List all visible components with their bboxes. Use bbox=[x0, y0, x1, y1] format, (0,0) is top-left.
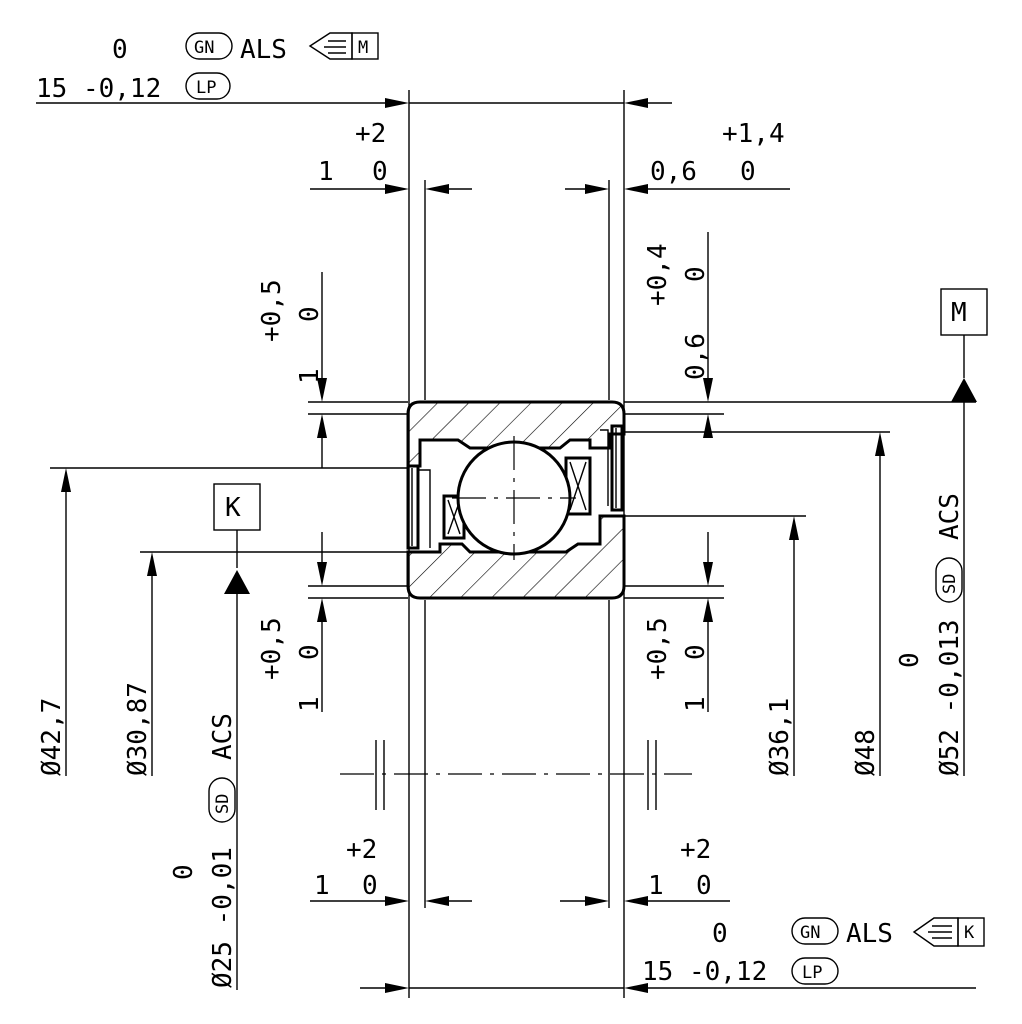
svg-text:K: K bbox=[964, 923, 975, 943]
svg-text:ALS: ALS bbox=[846, 919, 893, 949]
svg-text:0: 0 bbox=[169, 864, 199, 880]
diameter-30-87: Ø30,87 bbox=[123, 552, 157, 776]
svg-text:0: 0 bbox=[895, 652, 925, 668]
svg-text:SD: SD bbox=[940, 574, 960, 594]
svg-text:0: 0 bbox=[362, 871, 378, 901]
svg-text:1: 1 bbox=[648, 871, 664, 901]
chamfer-top-left-lower: 0 bbox=[372, 157, 388, 187]
inner-ring bbox=[406, 514, 626, 600]
svg-text:1: 1 bbox=[314, 871, 330, 901]
width-top-upper-deviation: 0 bbox=[112, 35, 128, 65]
horizontal-extensions bbox=[50, 401, 976, 599]
radial-chamfer-upper-left: +0,5 0 1 bbox=[257, 272, 327, 468]
svg-text:M: M bbox=[951, 298, 967, 328]
lp-symbol-top: LP bbox=[185, 72, 231, 100]
svg-text:ACS: ACS bbox=[935, 493, 965, 540]
radial-lower-right-nominal: 1 bbox=[681, 696, 711, 712]
svg-text:Ø42,7: Ø42,7 bbox=[37, 698, 67, 776]
radial-upper-right-lower: 0 bbox=[681, 266, 711, 282]
datum-m: M bbox=[940, 288, 988, 402]
svg-text:LP: LP bbox=[196, 78, 216, 98]
diameter-42-7: Ø42,7 bbox=[37, 468, 71, 776]
svg-text:Ø48: Ø48 bbox=[851, 729, 881, 776]
svg-text:Ø25 -0,01: Ø25 -0,01 bbox=[208, 847, 238, 988]
radial-upper-left-nominal: 1 bbox=[295, 368, 325, 384]
svg-text:SD: SD bbox=[213, 794, 233, 814]
radial-chamfer-lower-left: +0,5 0 1 bbox=[257, 532, 327, 712]
radial-lower-right-lower: 0 bbox=[681, 644, 711, 660]
datum-reference-frame-bottom: K bbox=[912, 917, 985, 947]
lp-symbol-bottom: LP bbox=[791, 957, 839, 985]
svg-text:Ø36,1: Ø36,1 bbox=[765, 698, 795, 776]
svg-text:GN: GN bbox=[800, 923, 820, 943]
svg-text:Ø30,87: Ø30,87 bbox=[123, 682, 153, 776]
width-dimension-bottom: 0 15 -0,12 GN ALS K LP bbox=[360, 917, 985, 993]
radial-lower-left-nominal: 1 bbox=[295, 696, 325, 712]
svg-text:LP: LP bbox=[802, 963, 822, 983]
chamfer-top-right-nominal: 0,6 bbox=[650, 157, 697, 187]
chamfer-dimension-top-right: +1,4 0,6 0 bbox=[565, 119, 790, 194]
svg-text:GN: GN bbox=[194, 38, 214, 58]
svg-text:Ø52 -0,013: Ø52 -0,013 bbox=[935, 619, 965, 776]
radial-upper-left-lower: 0 bbox=[295, 306, 325, 322]
svg-text:0: 0 bbox=[712, 919, 728, 949]
radial-lower-left-tolerance: +0,5 bbox=[257, 617, 287, 680]
svg-text:ACS: ACS bbox=[208, 713, 238, 760]
diameter-36-1: Ø36,1 bbox=[765, 516, 799, 776]
outer-ring bbox=[406, 400, 626, 468]
chamfer-dimension-bottom-left: +2 1 0 bbox=[310, 835, 472, 906]
chamfer-dimension-bottom-right: +2 1 0 bbox=[560, 835, 730, 906]
svg-text:+2: +2 bbox=[346, 835, 377, 865]
chamfer-top-right-tolerance: +1,4 bbox=[722, 119, 785, 149]
svg-text:0: 0 bbox=[696, 871, 712, 901]
radial-lower-right-tolerance: +0,5 bbox=[643, 617, 673, 680]
bearing-section bbox=[406, 400, 626, 600]
svg-text:15 -0,12: 15 -0,12 bbox=[642, 957, 767, 987]
gn-symbol-top: GN bbox=[185, 32, 233, 60]
svg-text:+2: +2 bbox=[680, 835, 711, 865]
radial-lower-left-lower: 0 bbox=[295, 644, 325, 660]
svg-text:M: M bbox=[358, 38, 368, 58]
datum-k: K bbox=[213, 483, 261, 594]
width-dimension-top: 0 15 -0,12 GN ALS M LP bbox=[36, 32, 672, 108]
svg-text:K: K bbox=[225, 493, 241, 523]
width-top-nominal: 15 -0,12 bbox=[36, 74, 161, 104]
datum-reference-frame-top: M bbox=[308, 32, 379, 60]
diameter-25: 0 Ø25 -0,01 SD ACS bbox=[169, 590, 238, 990]
als-label-top: ALS bbox=[240, 35, 287, 65]
chamfer-top-right-lower: 0 bbox=[740, 157, 756, 187]
radial-chamfer-lower-right: +0,5 0 1 bbox=[643, 532, 713, 712]
radial-upper-right-nominal: 0,6 bbox=[681, 333, 711, 380]
diameter-52: 0 Ø52 -0,013 SD ACS bbox=[895, 402, 965, 776]
radial-upper-right-tolerance: +0,4 bbox=[643, 243, 673, 306]
radial-upper-left-tolerance: +0,5 bbox=[257, 279, 287, 342]
axis-centerline bbox=[340, 740, 692, 810]
gn-symbol-bottom: GN bbox=[791, 917, 839, 945]
diameter-48: Ø48 bbox=[851, 432, 885, 776]
radial-chamfer-upper-right: +0,4 0 0,6 bbox=[643, 232, 713, 438]
chamfer-dimension-top-left: +2 1 0 bbox=[310, 119, 472, 194]
chamfer-top-left-nominal: 1 bbox=[318, 157, 334, 187]
chamfer-top-left-tolerance: +2 bbox=[355, 119, 386, 149]
